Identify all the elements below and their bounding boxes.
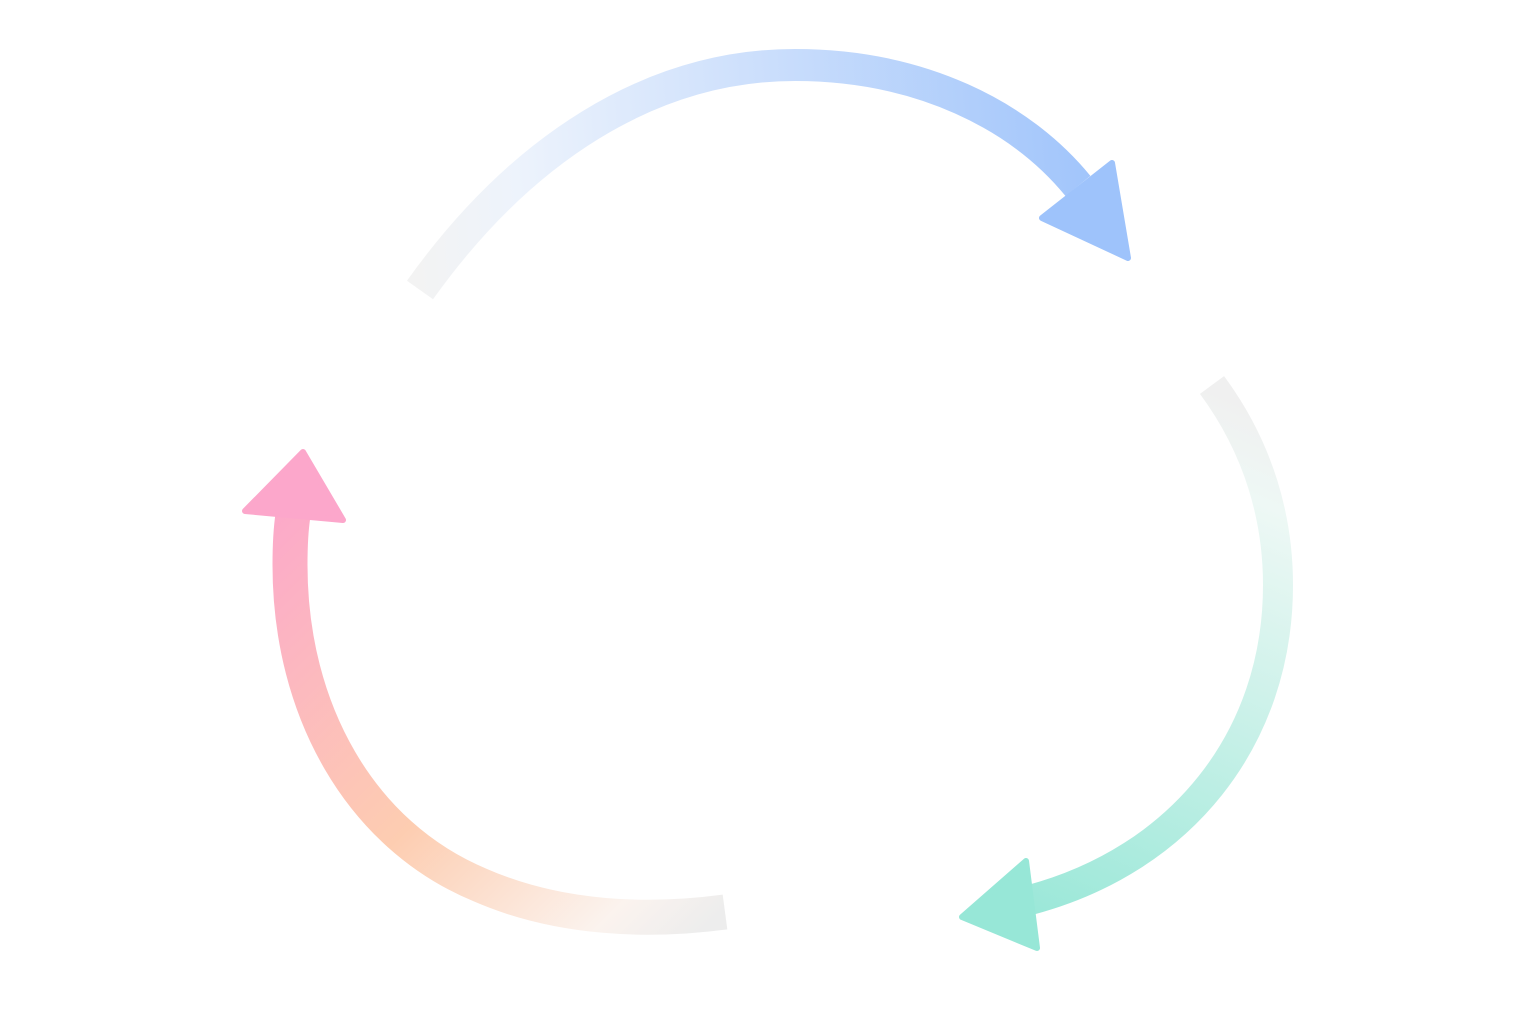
right-arrow <box>959 376 1294 951</box>
top-arrow-head <box>1039 160 1131 261</box>
top-arrow-shaft <box>406 48 1091 300</box>
right-arrow-shaft <box>1026 376 1294 915</box>
top-arrow <box>406 48 1131 300</box>
right-arrow-head <box>959 858 1040 951</box>
left-arrow <box>242 449 728 935</box>
left-arrow-head <box>242 449 346 523</box>
left-arrow-shaft <box>272 512 728 935</box>
